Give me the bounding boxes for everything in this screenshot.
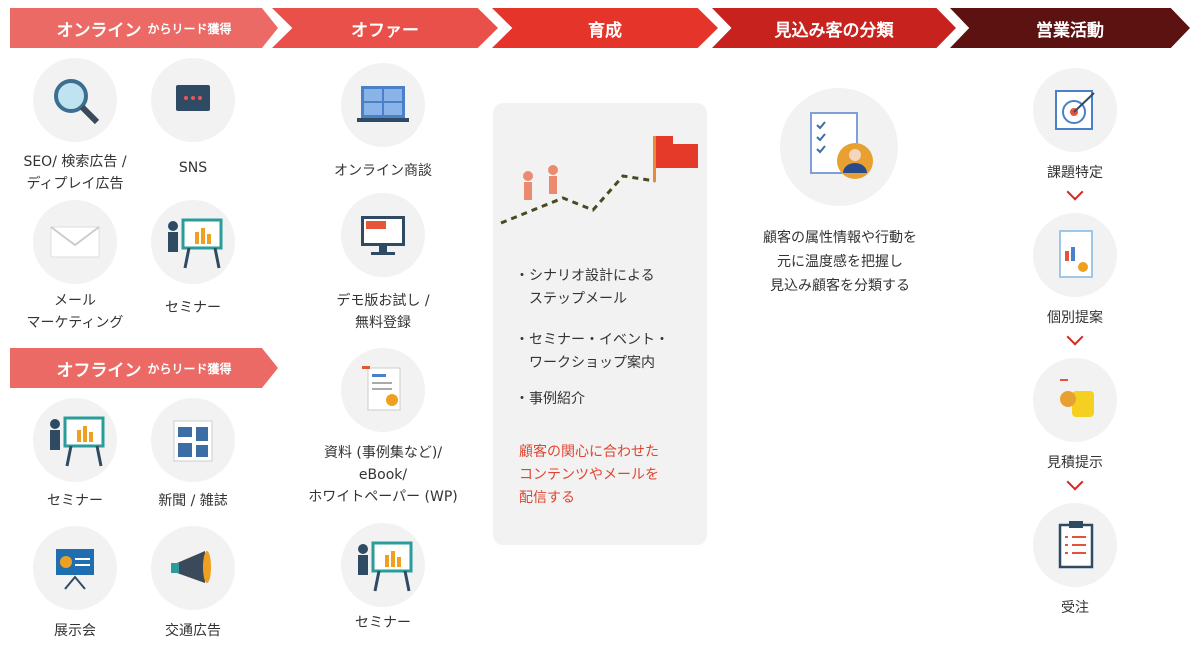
nurture-panel: ・シナリオ設計による ステップメール ・セミナー・イベント・ ワークショップ案内… <box>493 103 707 545</box>
header-label: オンライン <box>56 20 142 41</box>
sales-item-label: 見積提示 <box>1047 455 1103 471</box>
document-icon <box>341 348 425 432</box>
presentation-icon <box>341 523 425 607</box>
envelope-icon <box>33 200 117 284</box>
offline-item-label: 展示会 <box>54 623 96 639</box>
chat-icon <box>151 58 235 142</box>
climbing-flag-illustration <box>500 136 698 225</box>
header-sub: からリード獲得 <box>147 21 232 36</box>
sales-item-label: 受注 <box>1061 600 1089 616</box>
header-label: 営業活動 <box>1036 20 1104 41</box>
offer-item-label: デモ版お試し / 無料登録 <box>336 293 430 331</box>
newspaper-icon <box>151 398 235 482</box>
sales-item-label: 課題特定 <box>1047 165 1103 181</box>
header-label: 育成 <box>588 20 622 41</box>
online-item-label: SEO/ 検索広告 / ディプレイ広告 <box>23 154 127 192</box>
chevron-down-icon <box>1066 183 1084 201</box>
offer-item-label: 資料 (事例集など)/ eBook/ ホワイトペーパー (WP) <box>308 445 458 505</box>
clipboard-icon <box>1033 503 1117 587</box>
online-item-label: メール マーケティング <box>26 293 124 331</box>
online-item-label: SNS <box>178 160 208 176</box>
offer-item-label: オンライン商談 <box>334 163 432 179</box>
offline-item-label: 交通広告 <box>165 623 221 639</box>
nurture-bullet: ・事例紹介 <box>515 391 585 407</box>
nurture-note: 顧客の関心に合わせた コンテンツやメールを 配信する <box>519 444 659 506</box>
header-label: 見込み客の分類 <box>774 20 894 41</box>
offer-item-label: セミナー <box>355 615 411 631</box>
target-icon <box>1033 68 1117 152</box>
chevron-down-icon <box>1066 328 1084 346</box>
offline-item-label: 新聞 / 雑誌 <box>158 493 228 509</box>
header-online: オンラインからリード獲得 <box>10 8 278 48</box>
chevron-down-icon <box>1066 473 1084 491</box>
header-label: オフライン <box>56 360 142 381</box>
nurture-bullet: ・シナリオ設計による ステップメール <box>515 268 655 307</box>
header-sub: からリード獲得 <box>147 361 232 376</box>
customer-checklist-icon <box>780 88 898 206</box>
monitor-icon <box>341 193 425 277</box>
header-offer: オファー <box>272 8 498 48</box>
header-classify: 見込み客の分類 <box>712 8 956 48</box>
offline-item-label: セミナー <box>47 493 103 509</box>
sales-item-label: 個別提案 <box>1047 310 1103 326</box>
report-icon <box>1033 213 1117 297</box>
header-nurture: 育成 <box>492 8 718 48</box>
header-label: オファー <box>351 20 419 41</box>
presentation-icon <box>151 200 235 284</box>
video-call-icon <box>341 63 425 147</box>
header-sales: 営業活動 <box>950 8 1190 48</box>
magnifier-icon <box>33 58 117 142</box>
classify-text: 顧客の属性情報や行動を 元に温度感を把握し 見込み顧客を分類する <box>763 230 917 294</box>
nurture-bullet: ・セミナー・イベント・ ワークショップ案内 <box>515 332 669 371</box>
presentation-icon <box>33 398 117 482</box>
coins-icon <box>1033 358 1117 442</box>
exhibit-board-icon <box>33 526 117 610</box>
megaphone-icon <box>151 526 235 610</box>
online-item-label: セミナー <box>165 300 221 316</box>
header-offline: オフラインからリード獲得 <box>10 348 278 388</box>
